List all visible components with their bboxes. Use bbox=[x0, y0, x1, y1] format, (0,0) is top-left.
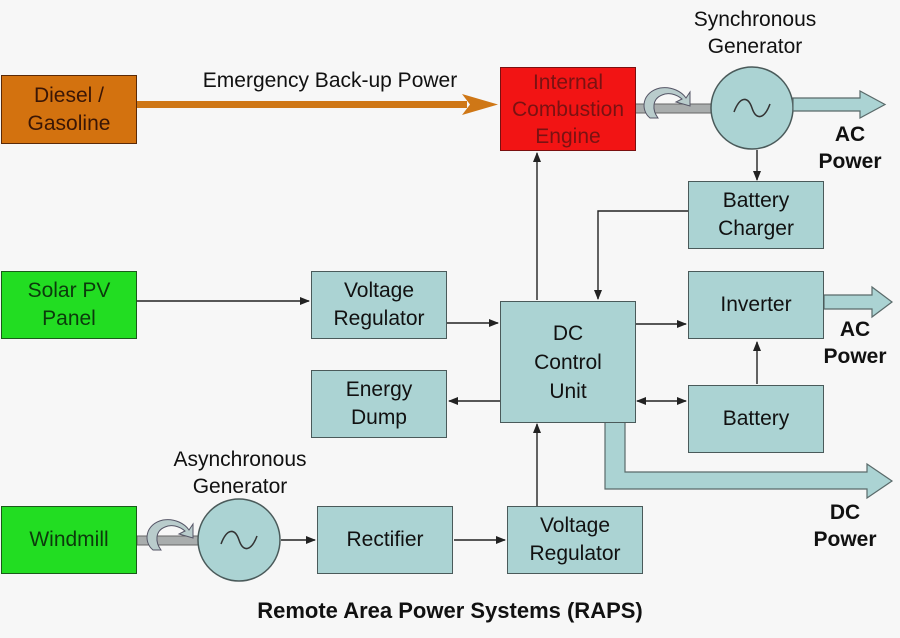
sine-wave-icon bbox=[220, 530, 258, 550]
battery-charger-block: Battery Charger bbox=[688, 181, 824, 249]
inverter-block: Inverter bbox=[688, 271, 824, 339]
emergency-power-arrow bbox=[137, 94, 498, 115]
diagram-title: Remote Area Power Systems (RAPS) bbox=[257, 598, 643, 623]
windmill-block: Windmill bbox=[1, 506, 137, 574]
rectifier-block: Rectifier bbox=[317, 506, 453, 574]
sine-wave-icon bbox=[733, 98, 771, 118]
rotation-arrow-icon bbox=[146, 519, 194, 551]
rotation-arrow-icon bbox=[643, 87, 691, 119]
internal-combustion-engine-block: Internal Combustion Engine bbox=[500, 67, 636, 151]
asynchronous-generator bbox=[197, 498, 281, 582]
engine-shaft bbox=[634, 87, 712, 119]
emergency-backup-label: Emergency Back-up Power bbox=[202, 69, 458, 92]
ac-power-mid-label: AC Power bbox=[823, 318, 887, 368]
voltage-regulator-top-block: Voltage Regulator bbox=[311, 271, 447, 339]
ac-power-mid-arrow bbox=[823, 285, 893, 319]
windmill-shaft bbox=[136, 519, 200, 551]
energy-dump-block: Energy Dump bbox=[311, 370, 447, 438]
voltage-regulator-bottom-block: Voltage Regulator bbox=[507, 506, 643, 574]
dc-control-unit-block: DC Control Unit bbox=[500, 301, 636, 423]
dc-power-label: DC Power bbox=[813, 501, 877, 551]
ac-power-top-arrow bbox=[792, 89, 887, 120]
diesel-gasoline-block: Diesel / Gasoline bbox=[1, 75, 137, 144]
solar-pv-panel-block: Solar PV Panel bbox=[1, 271, 137, 339]
dc-power-arrow bbox=[604, 421, 894, 500]
charger-to-dc-arrow bbox=[594, 210, 688, 300]
synchronous-generator bbox=[710, 66, 794, 150]
synchronous-generator-label: Synchronous Generator bbox=[693, 8, 817, 58]
asynchronous-generator-label: Asynchronous Generator bbox=[173, 448, 307, 498]
ac-power-top-label: AC Power bbox=[818, 123, 882, 173]
battery-block: Battery bbox=[688, 385, 824, 453]
